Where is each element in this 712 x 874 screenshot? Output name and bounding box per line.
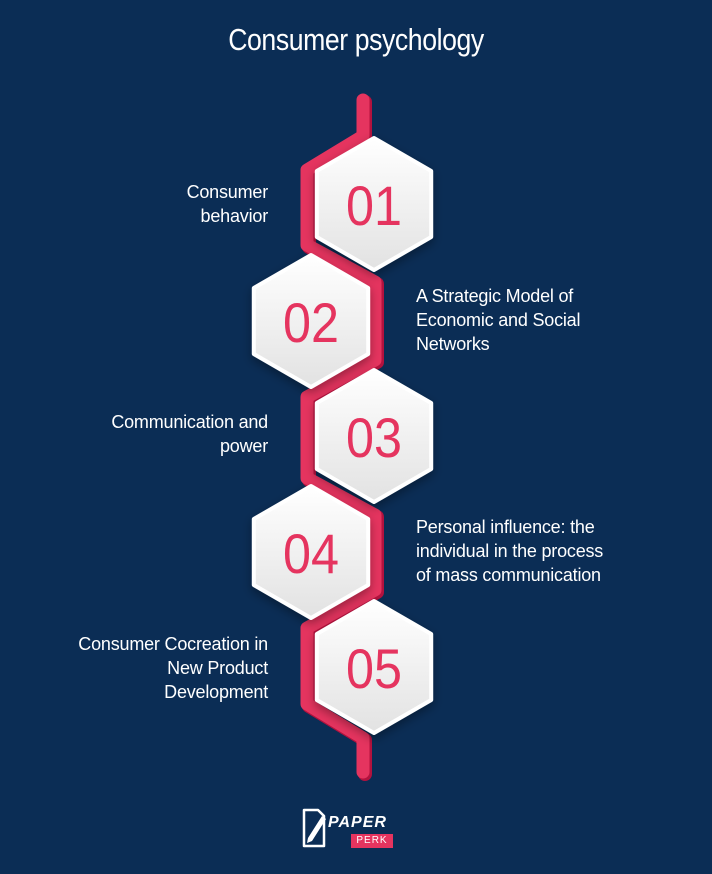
logo-word-paper: PAPER: [328, 814, 387, 831]
step-label-line: Communication and: [111, 412, 268, 432]
step-label-line: Consumer: [186, 182, 269, 202]
step-label-line: of mass communication: [416, 565, 601, 585]
step-label-1: Consumer behavior: [186, 180, 269, 228]
step-label-3: Communication and power: [111, 410, 268, 458]
step-label-line: Development: [164, 682, 268, 702]
step-label-line: Consumer Cocreation in: [78, 634, 268, 654]
pen-paper-icon: [302, 808, 326, 848]
connector-line: [300, 93, 384, 781]
step-hexagon-5: 05: [314, 599, 434, 735]
paper-perk-logo: PAPER PERK: [300, 800, 400, 852]
step-number: 01: [346, 174, 402, 237]
step-hexagon-1: 01: [314, 136, 434, 272]
step-label-line: Personal influence: the: [416, 517, 595, 537]
step-hexagon-4: 04: [251, 484, 371, 620]
step-number: 03: [346, 406, 402, 469]
step-label-line: Networks: [416, 334, 490, 354]
step-label-line: behavior: [200, 206, 269, 226]
step-label-line: New Product: [167, 658, 268, 678]
step-label-line: power: [219, 436, 268, 456]
logo-word-perk: PERK: [351, 834, 393, 848]
step-label-4: Personal influence: the individual in the…: [416, 515, 603, 587]
step-number: 02: [283, 291, 339, 354]
step-label-line: individual in the process: [416, 541, 604, 561]
step-number: 05: [346, 637, 402, 700]
step-label-line: A Strategic Model of: [416, 286, 574, 306]
step-hexagon-2: 02: [251, 253, 371, 389]
page-title: Consumer psychology: [228, 22, 484, 57]
step-hexagon-3: 03: [314, 368, 434, 504]
step-label-line: Economic and Social: [416, 310, 581, 330]
step-number: 04: [283, 522, 339, 585]
